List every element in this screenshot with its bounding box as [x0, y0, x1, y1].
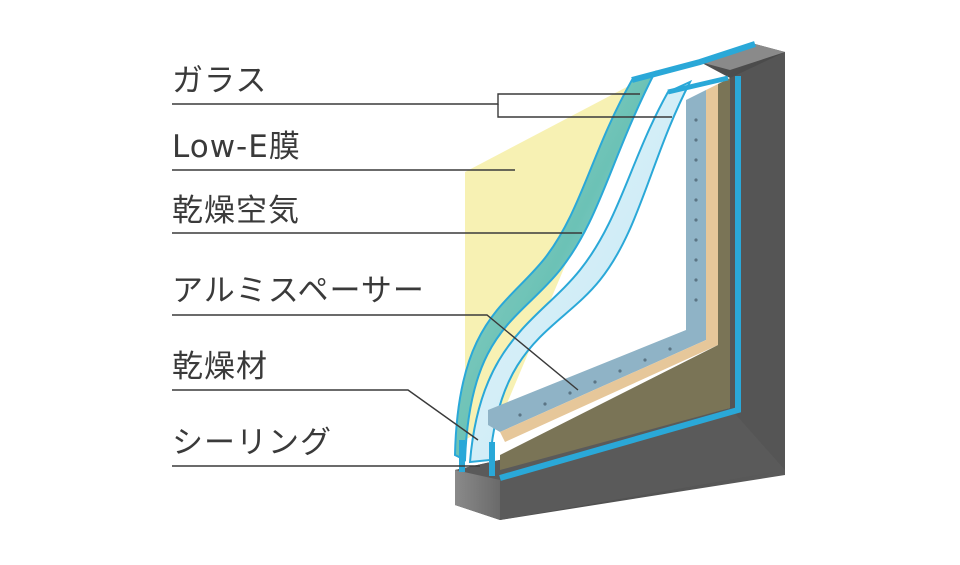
label-dry-air: 乾燥空気 [172, 193, 300, 229]
aluminium-spacer [488, 90, 706, 432]
glass-edge-top [631, 41, 756, 83]
label-sealing: シーリング [172, 425, 332, 461]
leader-glass [172, 93, 640, 105]
leader-glass-2 [497, 104, 672, 118]
leader-desiccant [172, 389, 479, 441]
window-frame [455, 44, 785, 520]
label-low-e: Low-E膜 [172, 129, 301, 165]
leader-spacer [172, 314, 579, 391]
label-glass: ガラス [172, 63, 268, 99]
leader-lines [172, 93, 672, 467]
sealant-strip [500, 78, 730, 470]
label-spacer: アルミスペーサー [172, 273, 425, 309]
label-desiccant: 乾燥材 [172, 349, 268, 385]
glass-edge-inner [667, 75, 729, 95]
spacer-perforations [518, 118, 698, 417]
glass-edge-right [499, 76, 741, 481]
